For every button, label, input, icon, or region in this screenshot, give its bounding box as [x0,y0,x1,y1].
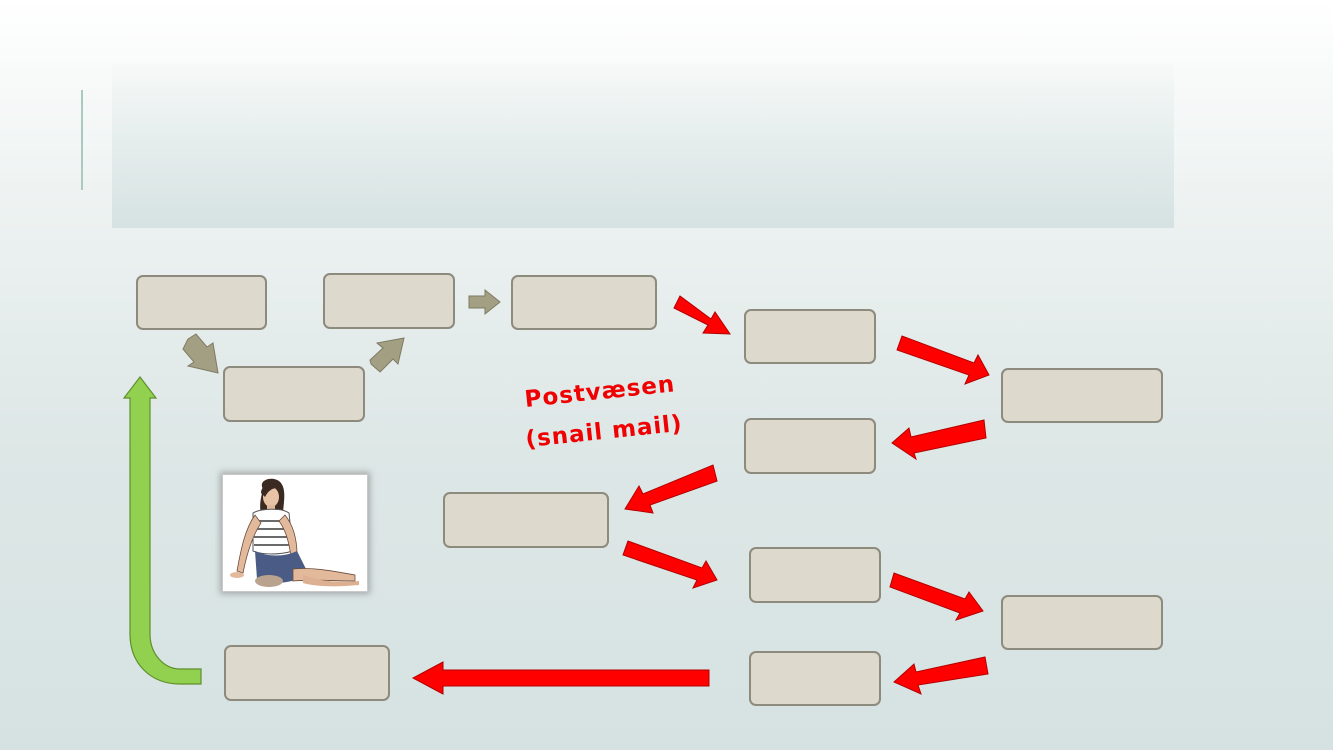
red-arrow-6 [889,572,984,621]
seated-woman-icon [230,478,359,587]
tan-arrow-down-right [182,333,219,374]
process-box-11 [749,651,881,706]
title-accent-line [81,90,83,190]
red-arrow-7 [893,656,989,695]
red-arrow-1 [673,295,731,335]
process-box-6 [1001,368,1163,423]
process-box-9 [749,547,881,603]
process-box-5 [744,309,876,364]
tan-arrow-right [468,288,501,316]
process-box-10 [1001,595,1163,650]
process-box-2 [223,366,365,422]
red-arrow-4 [624,464,718,514]
tan-arrow-up-right [369,337,405,373]
process-box-12 [224,645,390,701]
red-arrow-3 [891,419,987,461]
postal-service-caption: Postvæsen (snail mail) [508,363,695,461]
red-arrow-2 [896,335,990,385]
process-box-4 [511,275,657,330]
process-box-1 [136,275,267,330]
process-box-3 [323,273,455,329]
green-return-arrow [122,376,202,685]
red-arrow-5 [622,540,718,589]
red-arrow-long [411,661,710,695]
title-band [112,64,1174,228]
process-box-7 [744,418,876,474]
woman-photo-frame [222,474,368,592]
process-box-8 [443,492,609,548]
